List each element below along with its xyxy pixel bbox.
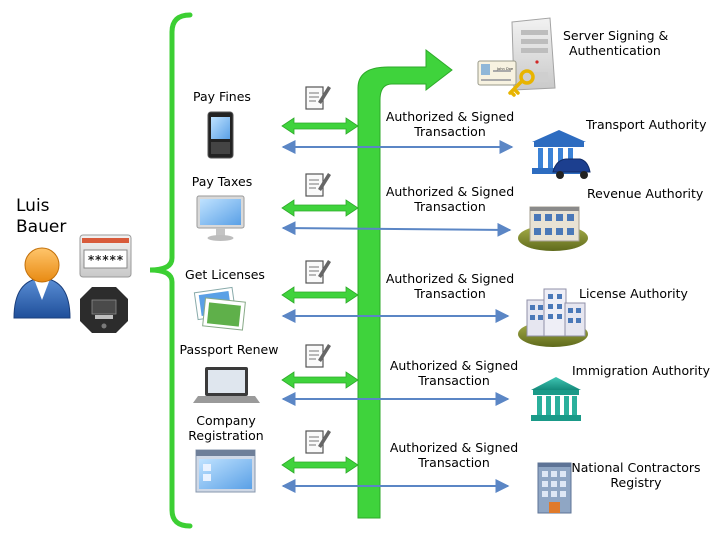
green-double-arrow bbox=[281, 456, 359, 474]
transaction-label: Authorized & Signed Transaction bbox=[380, 109, 520, 139]
mobile-phone-icon bbox=[207, 111, 234, 159]
authority-label-license: License Authority bbox=[579, 286, 688, 301]
immigration-authority-icon bbox=[531, 377, 581, 421]
server-label-line1: Server Signing & bbox=[563, 28, 669, 43]
authority-label-line1: National Contractors bbox=[571, 460, 701, 475]
transaction-label-line1: Authorized & Signed bbox=[389, 358, 519, 373]
form-note-icon bbox=[305, 260, 331, 284]
service-label-line1: Get Licenses bbox=[185, 267, 265, 282]
service-label-passport-renew: Passport Renew bbox=[170, 342, 288, 357]
form-note-icon bbox=[305, 173, 331, 197]
transaction-label-line2: Transaction bbox=[414, 199, 486, 214]
signing-channel-arrow bbox=[357, 48, 453, 519]
authority-label-line1: License Authority bbox=[579, 286, 688, 301]
green-double-arrow bbox=[281, 199, 359, 217]
license-authority-icon bbox=[518, 288, 588, 347]
service-label-line1: Company bbox=[196, 413, 256, 428]
id-card-name-text: John Doe bbox=[496, 67, 514, 71]
transaction-label-line2: Transaction bbox=[418, 455, 490, 470]
transaction-label: Authorized & Signed Transaction bbox=[380, 184, 520, 214]
service-label-pay-taxes: Pay Taxes bbox=[170, 174, 274, 189]
transport-authority-icon bbox=[532, 130, 591, 179]
service-label-pay-fines: Pay Fines bbox=[170, 89, 274, 104]
authority-label-line2: Registry bbox=[610, 475, 662, 490]
revenue-authority-icon bbox=[518, 206, 588, 251]
user-avatar-icon bbox=[13, 247, 71, 319]
service-label-line1: Pay Taxes bbox=[191, 174, 253, 189]
license-photos-icon bbox=[193, 286, 246, 331]
user-name-line1: Luis bbox=[16, 196, 50, 216]
authority-label-revenue: Revenue Authority bbox=[587, 186, 703, 201]
transaction-label-line2: Transaction bbox=[414, 286, 486, 301]
form-note-icon bbox=[305, 344, 331, 368]
service-label-line1: Pay Fines bbox=[193, 89, 251, 104]
authority-label-contractors-registry: National Contractors Registry bbox=[566, 460, 706, 490]
transaction-label-line1: Authorized & Signed bbox=[389, 440, 519, 455]
service-label-company-registration: Company Registration bbox=[170, 413, 282, 443]
green-double-arrow bbox=[281, 371, 359, 389]
transaction-label: Authorized & Signed Transaction bbox=[384, 440, 524, 470]
transaction-label-line1: Authorized & Signed bbox=[385, 109, 515, 124]
authority-label-line1: Revenue Authority bbox=[587, 186, 704, 201]
transaction-label-line1: Authorized & Signed bbox=[385, 271, 515, 286]
service-label-get-licenses: Get Licenses bbox=[170, 267, 280, 282]
transaction-label-line2: Transaction bbox=[414, 124, 486, 139]
password-card-icon bbox=[79, 234, 132, 278]
card-reader-icon bbox=[80, 287, 128, 333]
form-note-icon bbox=[305, 430, 331, 454]
password-mask-text: ***** bbox=[87, 253, 123, 267]
user-name-line2: Bauer bbox=[16, 217, 67, 237]
form-note-icon bbox=[305, 86, 331, 110]
transaction-label: Authorized & Signed Transaction bbox=[380, 271, 520, 301]
authority-label-line1: Transport Authority bbox=[586, 117, 707, 132]
id-card-icon bbox=[477, 60, 517, 86]
green-double-arrow bbox=[281, 117, 359, 135]
transaction-label: Authorized & Signed Transaction bbox=[384, 358, 524, 388]
contractors-registry-icon bbox=[537, 462, 572, 514]
key-icon bbox=[508, 69, 535, 97]
green-double-arrow bbox=[281, 286, 359, 304]
service-label-line2: Registration bbox=[188, 428, 264, 443]
transaction-label-line1: Authorized & Signed bbox=[385, 184, 515, 199]
laptop-icon bbox=[193, 367, 260, 403]
transaction-label-line2: Transaction bbox=[418, 373, 490, 388]
desktop-monitor-icon bbox=[196, 195, 245, 241]
blue-double-arrow bbox=[281, 221, 512, 237]
authority-label-line1: Immigration Authority bbox=[572, 363, 711, 378]
app-window-icon bbox=[195, 449, 256, 493]
server-label-line2: Authentication bbox=[569, 43, 661, 58]
grouping-brace bbox=[149, 12, 193, 529]
service-label-line1: Passport Renew bbox=[179, 342, 279, 357]
user-name: Luis Bauer bbox=[16, 196, 66, 238]
authority-label-transport: Transport Authority bbox=[586, 117, 706, 132]
server-label: Server Signing & Authentication bbox=[563, 28, 668, 58]
authority-label-immigration: Immigration Authority bbox=[572, 363, 710, 378]
